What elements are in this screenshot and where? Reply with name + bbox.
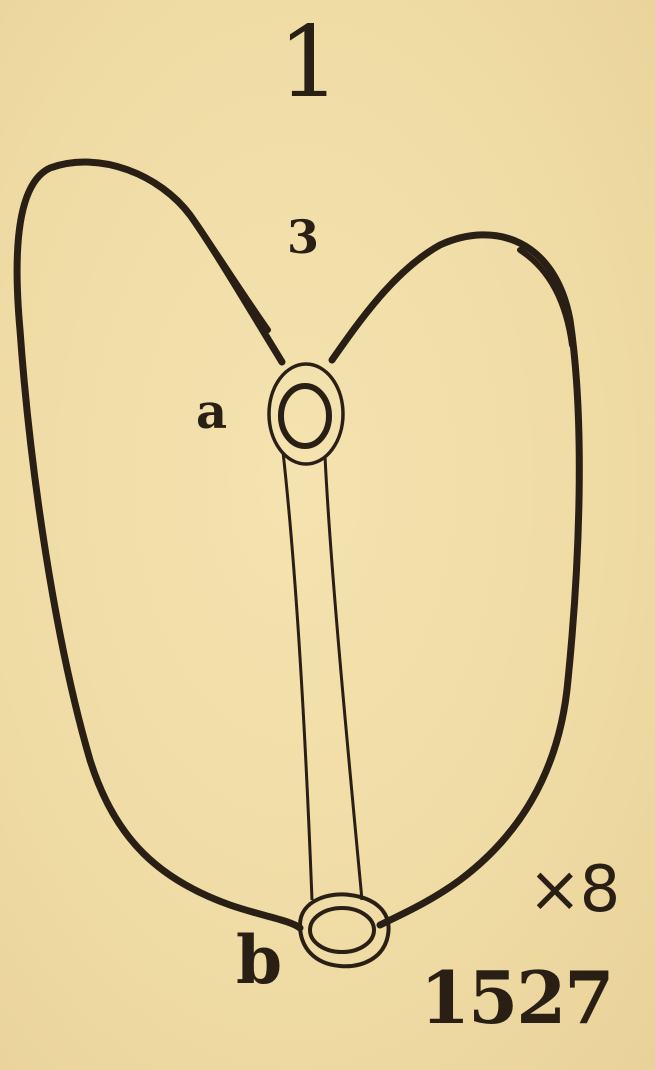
rod-left-edge <box>283 452 312 900</box>
left-valve-outline <box>17 162 300 928</box>
rod-right-edge <box>325 456 362 900</box>
label-a: a <box>196 388 227 436</box>
left-shading <box>195 222 268 330</box>
magnification-label: ×8 <box>528 858 618 922</box>
right-valve-outline <box>332 235 579 925</box>
upper-ring-inner <box>281 386 329 446</box>
catalog-number: 1527 <box>420 962 612 1034</box>
label-top: 3 <box>287 214 319 260</box>
label-b: b <box>236 927 282 993</box>
lower-ring-inner <box>310 908 374 952</box>
figure-number: 1 <box>278 14 340 112</box>
